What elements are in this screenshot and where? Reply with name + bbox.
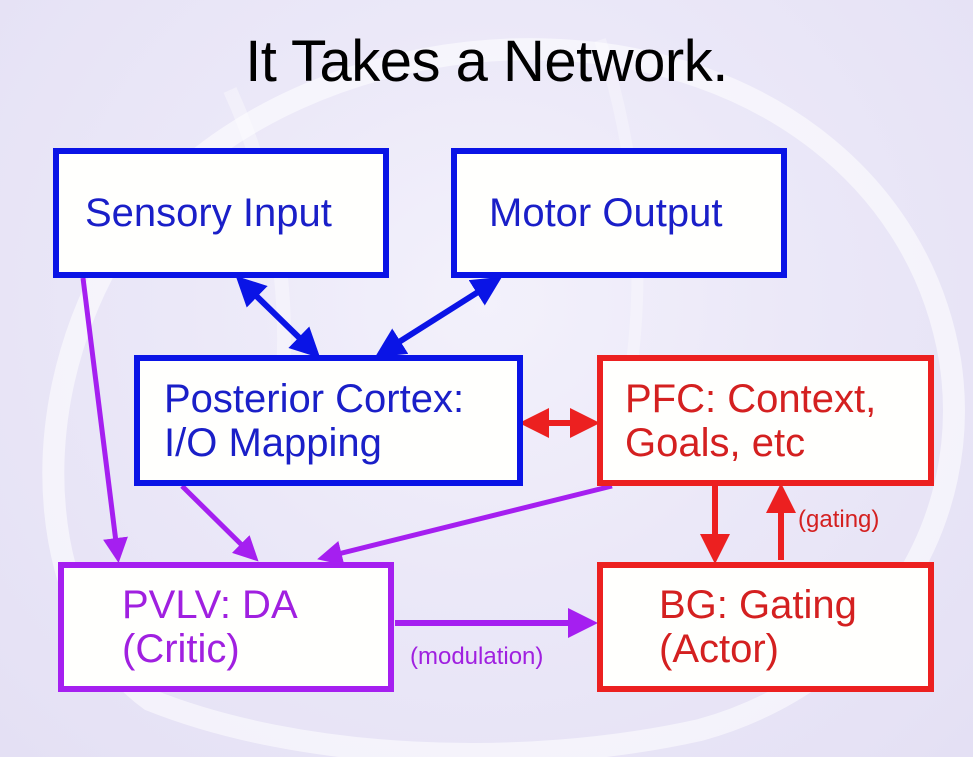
slide-title: It Takes a Network.	[245, 29, 728, 94]
edge-motor-posterior	[374, 276, 503, 358]
node-posterior-cortex: Posterior Cortex: I/O Mapping	[134, 355, 523, 486]
gating-label: (gating)	[798, 506, 880, 533]
edge-sensory-posterior	[235, 275, 321, 359]
edge-sensory-pvlv	[80, 277, 128, 563]
node-motor-output: Motor Output	[451, 148, 787, 278]
node-label-line-2: (Critic)	[122, 627, 240, 671]
edge-pfc-pvlv	[317, 483, 613, 566]
node-label: Sensory Input	[85, 191, 332, 235]
modulation-label: (modulation)	[410, 643, 544, 670]
node-label-line-1: PVLV: DA	[122, 583, 298, 627]
node-label-line-1: Posterior Cortex:	[164, 376, 465, 421]
node-label-line-1: PFC: Context,	[625, 376, 877, 421]
node-pvlv: PVLV: DA (Critic)	[58, 562, 394, 692]
node-label-line-2: Goals, etc	[625, 420, 806, 465]
node-bg: BG: Gating (Actor)	[597, 562, 934, 692]
node-sensory-input: Sensory Input	[53, 148, 389, 278]
node-label-line-2: I/O Mapping	[164, 420, 382, 465]
edge-posterior-pvlv	[180, 484, 259, 562]
node-label-line-1: BG: Gating	[659, 583, 857, 627]
node-label-line-2: (Actor)	[659, 627, 779, 671]
node-pfc: PFC: Context, Goals, etc	[597, 355, 934, 486]
node-label: Motor Output	[489, 191, 723, 235]
